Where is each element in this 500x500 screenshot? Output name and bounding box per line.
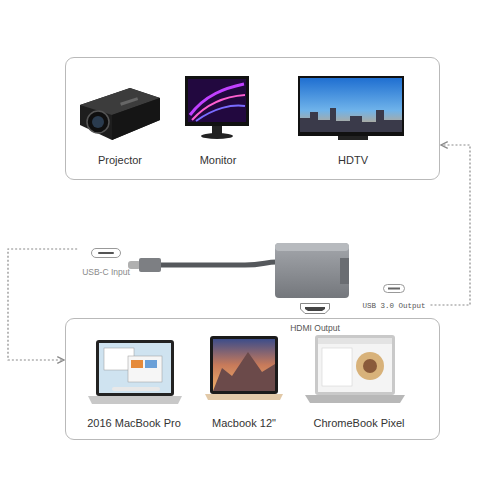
- display-group-panel: Projector Monitor HDTV: [65, 57, 440, 180]
- port-icon: [300, 300, 330, 318]
- port-icon: [383, 279, 405, 297]
- device-label: ChromeBook Pixel: [313, 417, 404, 429]
- usb-c-port: USB-C Input: [80, 244, 132, 277]
- laptop-group-panel: 2016 MacBook Pro Macbook 12" ChromeBook Pi…: [65, 318, 440, 440]
- dotted-connector: [8, 249, 77, 360]
- port-icon: [91, 244, 121, 262]
- port-label: USB-C Input: [82, 267, 130, 277]
- macbook-12-icon: [205, 336, 283, 400]
- device-label: Macbook 12": [212, 417, 276, 429]
- monitor-icon: [185, 76, 249, 139]
- dotted-connector: [431, 145, 471, 305]
- device-label: HDTV: [338, 154, 368, 166]
- hdtv-icon: [298, 76, 404, 140]
- device-label: Projector: [98, 154, 142, 166]
- port-label: USB 3.0 Output: [362, 302, 425, 310]
- projector-icon: [80, 88, 160, 140]
- hdmi-port: HDMI Output: [288, 300, 342, 333]
- macbook-pro-icon: [88, 340, 182, 404]
- device-label: Monitor: [200, 154, 237, 166]
- chromebook-icon: [305, 335, 405, 403]
- device-label: 2016 MacBook Pro: [87, 417, 181, 429]
- usb-c-hub: [128, 243, 349, 298]
- port-label: HDMI Output: [290, 323, 340, 333]
- usb3-port: USB 3.0 Output: [360, 279, 427, 310]
